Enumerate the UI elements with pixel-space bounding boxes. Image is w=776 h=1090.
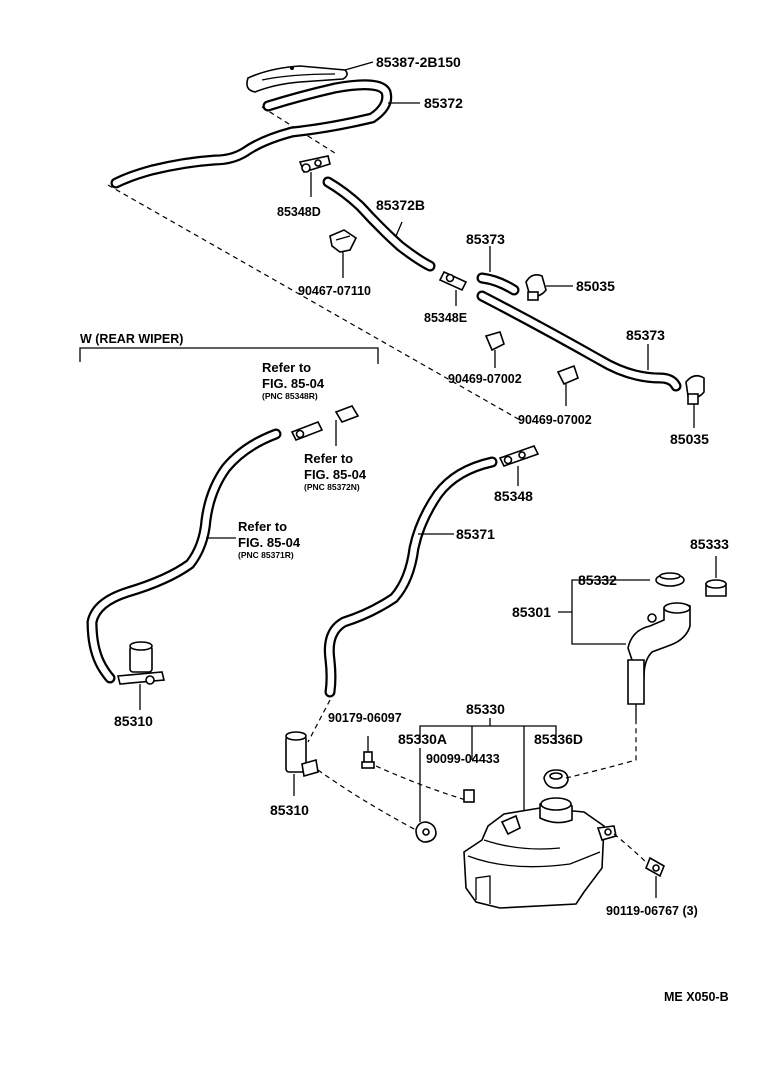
washer-nozzle-85035-lower[interactable] [685, 374, 705, 405]
grommet-85336d[interactable] [543, 769, 569, 789]
label-85301-bracket [558, 579, 650, 645]
rear-hose-stub [334, 405, 360, 423]
rear-hose-joint [290, 420, 324, 442]
hose-85373-long[interactable] [476, 290, 682, 392]
inlet-cap-85332[interactable] [655, 572, 685, 587]
label-90119-06767: 90119-06767 (3) [606, 904, 698, 918]
label-90469-07002-b: 90469-07002 [518, 413, 592, 427]
washer-tank-85330[interactable] [463, 797, 617, 909]
clip-90469-07002-b[interactable] [556, 364, 579, 386]
hose-85373-short[interactable] [476, 272, 520, 296]
label-85330: 85330 [466, 701, 505, 717]
label-85371: 85371 [456, 526, 495, 542]
hose-85371[interactable] [323, 456, 498, 698]
label-85310-rear: 85310 [114, 713, 153, 729]
label-85372b: 85372B [376, 197, 425, 213]
grommet-85330a[interactable] [415, 821, 437, 843]
refer-to-1: Refer to [262, 360, 311, 375]
label-85330-bracket [419, 718, 557, 820]
label-90099-04433: 90099-04433 [426, 752, 500, 766]
hose-clamp-85387[interactable] [246, 65, 348, 93]
label-85348e: 85348E [424, 311, 467, 325]
refer-to-3: Refer to [238, 519, 287, 534]
screw-90179-06097[interactable] [361, 751, 375, 769]
washer-pump-85310-front[interactable] [285, 731, 319, 778]
label-85387-2b150: 85387-2B150 [376, 54, 461, 70]
label-90467-07110: 90467-07110 [298, 284, 371, 298]
hose-joint-85348d[interactable] [298, 155, 331, 173]
hose-85372[interactable] [110, 79, 393, 189]
label-85035-lower: 85035 [670, 431, 709, 447]
clip-90467-07110[interactable] [329, 229, 358, 253]
label-85035-upper: 85035 [576, 278, 615, 294]
label-85336d: 85336D [534, 731, 583, 747]
label-85348: 85348 [494, 488, 533, 504]
joint-85348[interactable] [498, 445, 540, 467]
label-85373-lower: 85373 [626, 327, 665, 343]
label-85310-front: 85310 [270, 802, 309, 818]
rear-wiper-bracket [79, 347, 379, 364]
hose-85372b[interactable] [322, 176, 436, 272]
label-85372: 85372 [424, 95, 463, 111]
refer-fig-1: FIG. 85-04 [262, 376, 325, 391]
clip-90099-04433[interactable] [463, 789, 475, 803]
washer-nozzle-85035-upper[interactable] [525, 274, 547, 301]
label-85333: 85333 [690, 536, 729, 552]
washer-pump-85310-rear[interactable] [116, 641, 166, 685]
label-90179-06097: 90179-06097 [328, 711, 402, 725]
refer-pnc-1: (PNC 85348R) [262, 391, 318, 401]
refer-fig-2: FIG. 85-04 [304, 467, 367, 482]
refer-fig-3: FIG. 85-04 [238, 535, 301, 550]
label-85330a: 85330A [398, 731, 447, 747]
clip-90469-07002-a[interactable] [484, 331, 505, 352]
label-85348d: 85348D [277, 205, 321, 219]
rear-wiper-title: W (REAR WIPER) [80, 332, 183, 346]
refer-to-2: Refer to [304, 451, 353, 466]
hose-joint-85348e[interactable] [438, 270, 468, 292]
label-85332: 85332 [578, 572, 617, 588]
inlet-cap-85333[interactable] [705, 579, 727, 597]
figure-code: ME X050-B [664, 990, 729, 1004]
rear-hose-85371r [86, 428, 282, 684]
hood-section-boundary [107, 106, 521, 421]
label-85373-upper: 85373 [466, 231, 505, 247]
label-90469-07002-a: 90469-07002 [448, 372, 522, 386]
bolt-90119-06767[interactable] [644, 856, 666, 878]
refer-pnc-3: (PNC 85371R) [238, 550, 294, 560]
washer-inlet-85301[interactable] [627, 602, 691, 720]
refer-pnc-2: (PNC 85372N) [304, 482, 360, 492]
label-85301: 85301 [512, 604, 551, 620]
